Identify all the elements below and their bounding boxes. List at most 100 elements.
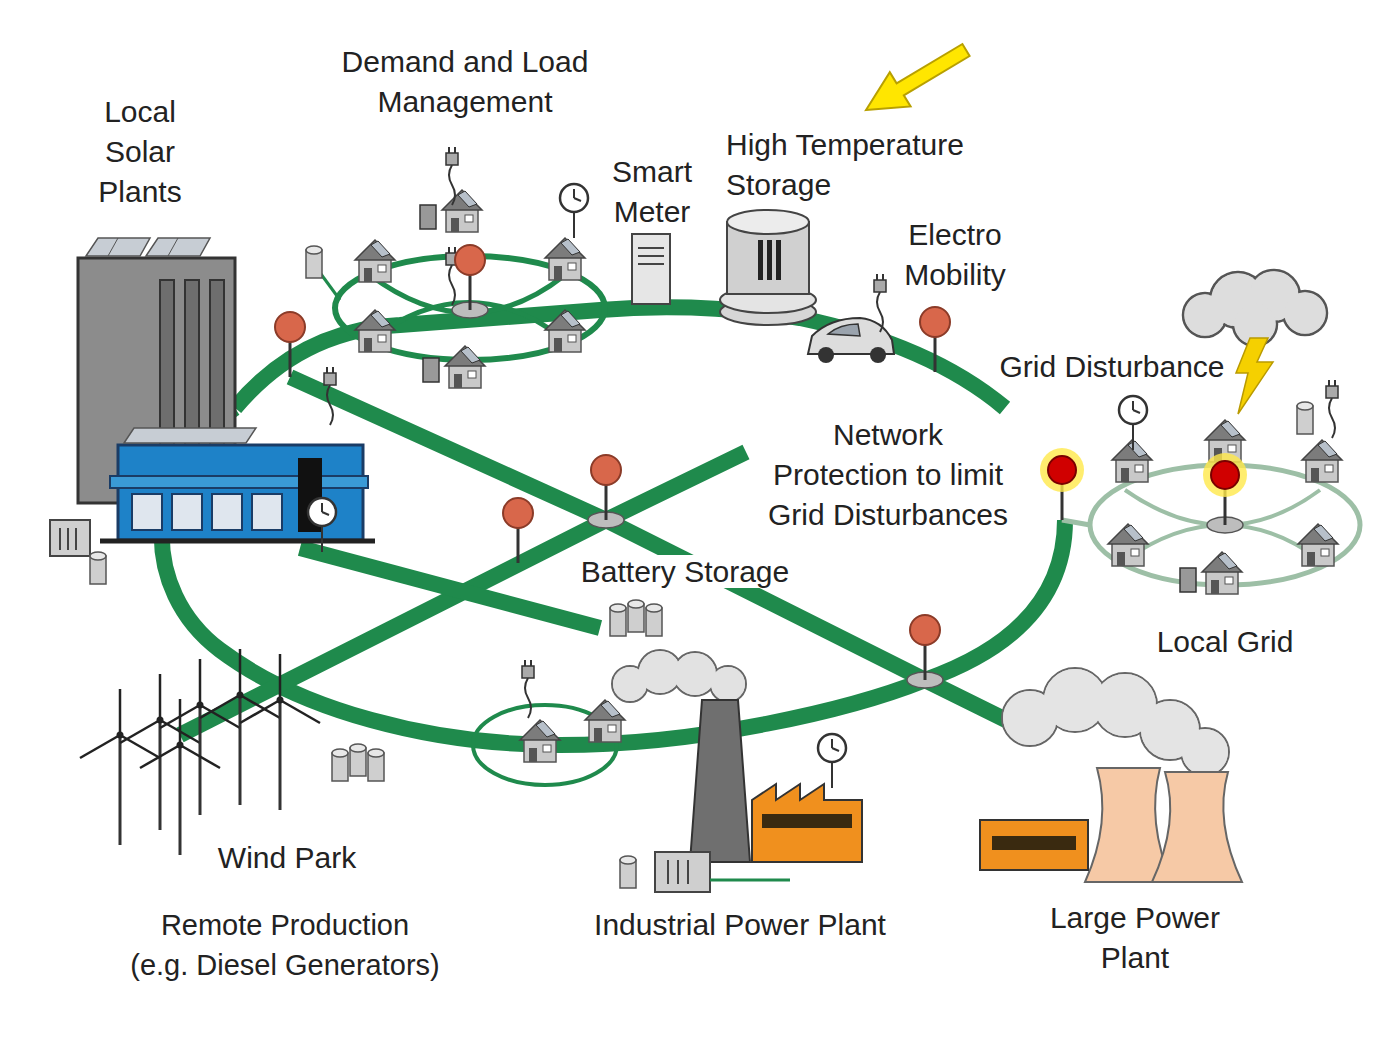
grid-band (290, 377, 1010, 722)
factory-window (212, 494, 242, 530)
tank-icon (332, 749, 348, 781)
label-holder: Battery Storage (485, 552, 885, 592)
wind-turbine (240, 654, 320, 810)
panel-line (168, 238, 178, 256)
ring-line (370, 275, 565, 340)
storage-top (727, 210, 809, 234)
solar-panel (146, 238, 210, 256)
chimney (690, 700, 750, 862)
house-icon (545, 310, 585, 352)
label-holder: Large Power Plant (1035, 898, 1235, 978)
solar-panel (86, 238, 150, 256)
storage-stripe (776, 240, 781, 280)
component-label: Local Solar Plants (96, 95, 183, 208)
highlight-arrow (866, 44, 970, 110)
house-icon (442, 190, 482, 232)
label-holder: Electro Mobility (880, 215, 1030, 295)
meter-line (638, 255, 664, 257)
disturbed-pin (1203, 453, 1247, 525)
car-wheel (818, 347, 834, 363)
generator-stripe (75, 528, 77, 550)
factory-window (252, 494, 282, 530)
wind-turbine (140, 699, 220, 855)
tank-icon (620, 856, 636, 888)
generator-stripe (59, 528, 61, 550)
tank-icon (368, 749, 384, 781)
generator-stripe (687, 860, 689, 884)
clock-icon (560, 184, 588, 238)
wind-park (80, 649, 384, 855)
steam-fill (1003, 669, 1228, 775)
battery-icon (628, 600, 644, 632)
grid-band (235, 307, 1005, 408)
clock-icon (1119, 396, 1147, 450)
house-icon (1298, 524, 1338, 566)
component-label: Smart Meter (610, 155, 694, 228)
cloud-outline (1183, 270, 1327, 346)
plug-icon (324, 367, 336, 425)
local-grid (1062, 380, 1360, 594)
tank-icon (1297, 402, 1313, 434)
industrial-area (473, 650, 862, 892)
large-power-plant (980, 668, 1242, 882)
factory-window (132, 494, 162, 530)
network-pin (455, 245, 485, 310)
network-pin (503, 498, 533, 563)
wind-turbine (160, 659, 240, 815)
wind-turbine (120, 674, 200, 830)
plug-icon (1326, 380, 1338, 438)
plant-windows (992, 836, 1076, 850)
factory-windows (762, 814, 852, 828)
label-holder: Local Solar Plants (85, 92, 195, 212)
diesel-generator (655, 852, 710, 892)
component-label: Remote Production (e.g. Diesel Generator… (128, 909, 441, 981)
battery-icon (646, 604, 662, 636)
smoke-puff (711, 667, 745, 701)
label-holder: Grid Disturbance (912, 347, 1312, 387)
grid-band (180, 452, 746, 735)
cooling-tower (1152, 772, 1242, 882)
clock-icon (818, 734, 846, 788)
supply-line (710, 879, 790, 882)
component-label: Wind Park (216, 841, 358, 874)
component-label: Demand and Load Management (340, 45, 591, 118)
steam-puff (1182, 729, 1228, 775)
network-pin (920, 307, 950, 372)
smoke-fill (613, 651, 745, 701)
label-holder: Remote Production (e.g. Diesel Generator… (127, 905, 443, 985)
component-label: Grid Disturbance (997, 350, 1226, 383)
battery-icon (610, 604, 626, 636)
plug-icon (522, 660, 534, 718)
component-label: Network Protection to limit Grid Disturb… (766, 418, 1010, 531)
meter-line (638, 247, 664, 249)
smart-meter (632, 234, 670, 304)
network-pin (591, 455, 621, 520)
tank-icon (90, 552, 106, 584)
label-holder: Wind Park (137, 838, 437, 878)
cloud-puff (1285, 293, 1326, 334)
smoke-cloud (612, 650, 746, 702)
plug-icon (874, 274, 886, 332)
demand-ring (306, 147, 605, 388)
plant-hall (980, 820, 1088, 870)
label-holder: Network Protection to limit Grid Disturb… (763, 415, 1013, 535)
label-holder: Demand and Load Management (320, 42, 610, 122)
house-icon (545, 238, 585, 280)
house-icon (355, 310, 395, 352)
generator-stripe (67, 528, 69, 550)
component-label: High Temperature Storage (724, 128, 966, 201)
panel-line (108, 238, 118, 256)
component-label: Large Power Plant (1048, 901, 1222, 974)
house-icon (1302, 440, 1342, 482)
meter-line (638, 263, 664, 265)
generator-stripe (677, 860, 679, 884)
network-pin (275, 312, 305, 377)
label-holder: High Temperature Storage (724, 125, 994, 205)
tank-icon (306, 246, 322, 278)
label-holder: Smart Meter (596, 152, 708, 232)
ground-line (100, 539, 375, 544)
wind-turbine (200, 649, 280, 805)
